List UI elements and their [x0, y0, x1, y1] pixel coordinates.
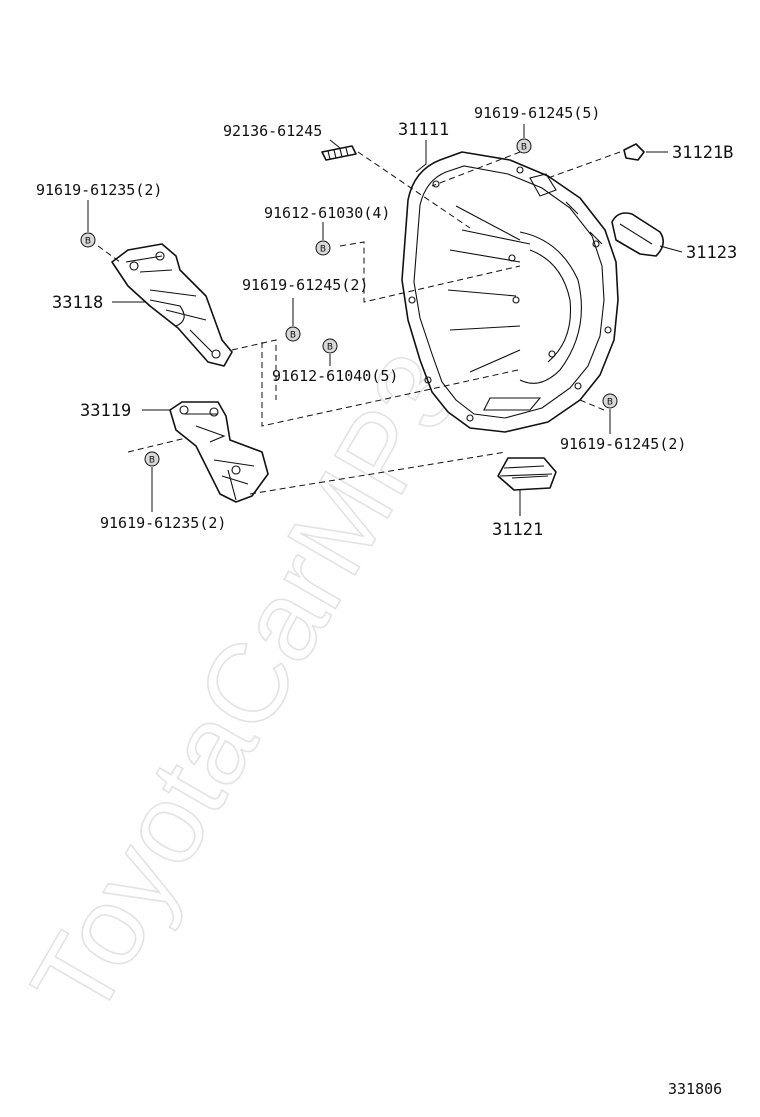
svg-text:B: B	[149, 456, 155, 466]
diagram-code: 331806	[668, 1080, 722, 1098]
label-33119: 33119	[80, 401, 131, 421]
label-91619-61245-2b: 91619-61245(2)	[560, 435, 686, 453]
label-91619-61245-5: 91619-61245(5)	[474, 104, 600, 122]
bolt-marks: B B B B B B B	[80, 138, 618, 467]
svg-text:B: B	[320, 245, 326, 255]
plug-31121B	[623, 143, 645, 161]
label-91619-61245-2a: 91619-61245(2)	[242, 276, 368, 294]
b-mark-icon: B	[602, 393, 618, 409]
svg-text:B: B	[521, 143, 527, 153]
label-91612-61030: 91612-61030(4)	[264, 204, 390, 222]
stud-bolt-92136	[321, 145, 357, 161]
b-mark-icon: B	[285, 326, 301, 342]
label-31121B: 31121B	[672, 143, 733, 163]
assembly-lines	[97, 151, 621, 495]
label-91619-61235-bottom: 91619-61235(2)	[100, 514, 226, 532]
transmission-housing-31111	[401, 151, 619, 433]
b-mark-icon: B	[144, 451, 160, 467]
bracket-33118	[111, 243, 233, 367]
svg-text:B: B	[290, 331, 296, 341]
svg-text:B: B	[607, 398, 613, 408]
cover-31123	[611, 212, 664, 257]
b-mark-icon: B	[80, 232, 96, 248]
label-31121: 31121	[492, 520, 543, 540]
label-91612-61040: 91612-61040(5)	[272, 367, 398, 385]
label-31123: 31123	[686, 243, 737, 263]
pad-31121	[497, 457, 557, 491]
svg-text:B: B	[327, 343, 333, 353]
part-labels: 92136-61245 31111 91619-61245(5) 31121 B …	[36, 104, 737, 1098]
label-92136-61245: 92136-61245	[223, 122, 322, 140]
svg-text:B: B	[85, 237, 91, 247]
leader-lines	[87, 124, 683, 516]
b-mark-icon: B	[516, 138, 532, 154]
bracket-33119	[169, 401, 269, 503]
label-33118: 33118	[52, 293, 103, 313]
label-91619-61235-top: 91619-61235(2)	[36, 181, 162, 199]
b-mark-icon: B	[322, 338, 338, 354]
label-31111: 31111	[398, 120, 449, 140]
b-mark-icon: B	[315, 240, 331, 256]
